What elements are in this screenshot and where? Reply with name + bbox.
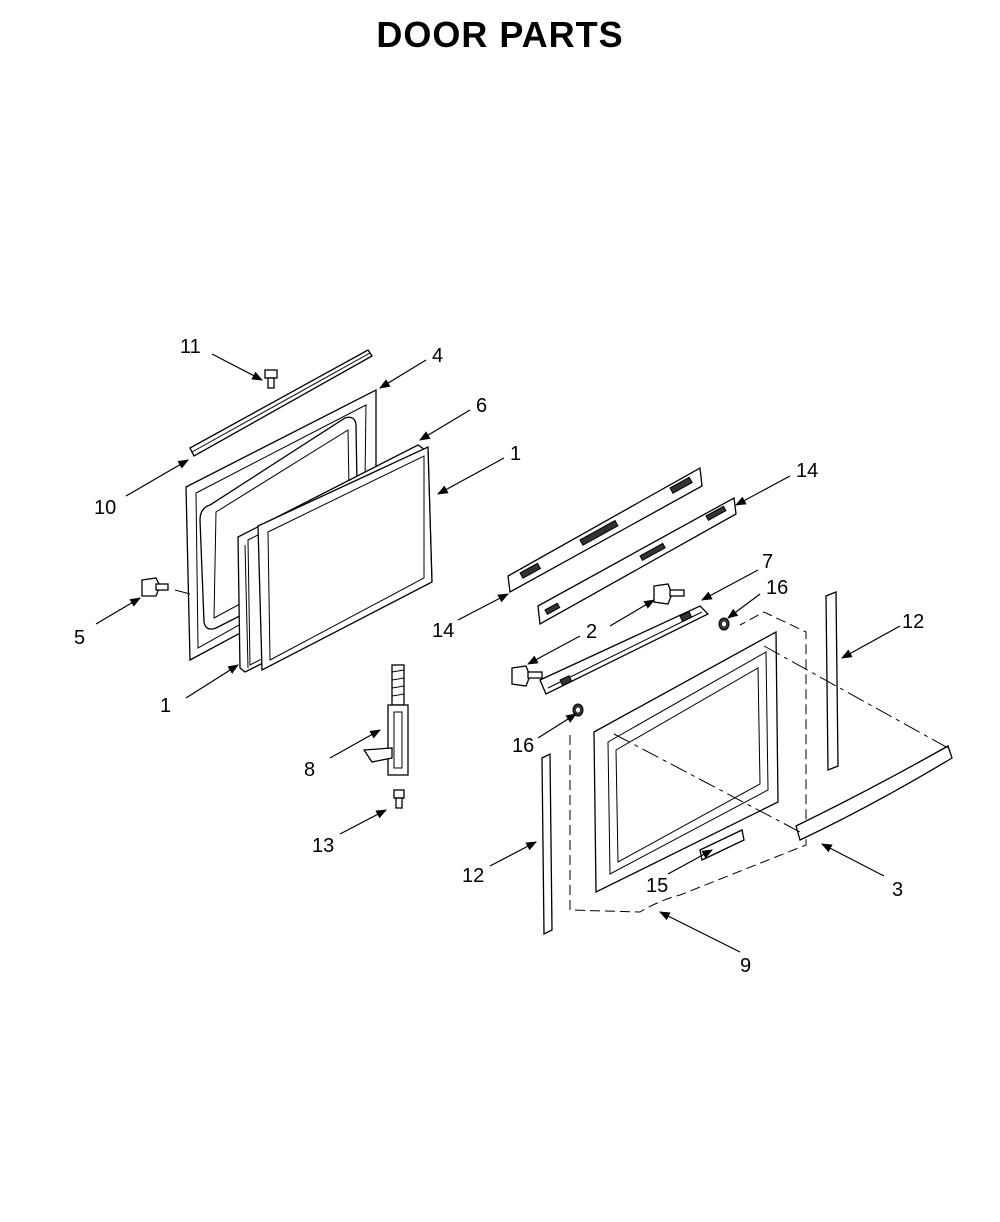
callout-14-lower: 14	[432, 620, 454, 642]
part-12-left-trim	[541, 752, 553, 936]
part-8-hinge	[362, 664, 409, 776]
part-2-handle-bracket	[539, 605, 710, 695]
callout-16-upper: 16	[766, 577, 788, 599]
callout-12-left: 12	[462, 865, 484, 887]
callout-11: 11	[180, 336, 201, 358]
callout-3: 3	[892, 879, 903, 901]
callout-1-lower: 1	[160, 695, 171, 717]
callout-1-upper: 1	[510, 443, 521, 465]
callout-9: 9	[740, 955, 751, 977]
part-14-upper-slide	[507, 466, 703, 594]
callout-4: 4	[432, 345, 443, 367]
callout-12-right: 12	[902, 611, 924, 633]
callout-13: 13	[312, 835, 334, 857]
part-10-door-trim	[189, 349, 373, 457]
callout-10: 10	[94, 497, 116, 519]
part-5-screw	[141, 577, 169, 597]
callout-14-upper: 14	[796, 460, 818, 482]
part-14-lower-slide	[537, 496, 737, 626]
part-9-outer-door	[593, 630, 779, 894]
callout-8: 8	[304, 759, 315, 781]
alignment-lines	[174, 589, 949, 833]
part-1-glass	[257, 445, 433, 672]
callout-labels: 11 4 6 1 14 10 7 16 12 5 14 2 1 16 8 13 …	[74, 336, 924, 977]
callout-5: 5	[74, 627, 85, 649]
part-16-washer	[572, 617, 730, 717]
part-7-screw	[511, 583, 685, 687]
callout-2: 2	[586, 621, 597, 643]
page-title: DOOR PARTS	[376, 14, 624, 55]
part-9-outer-door-outline	[569, 611, 807, 913]
part-13-screw	[393, 789, 405, 809]
part-12-right-trim	[825, 591, 839, 771]
part-11-screw	[264, 369, 278, 389]
callout-7: 7	[762, 551, 773, 573]
callout-6: 6	[476, 395, 487, 417]
callout-16-lower: 16	[512, 735, 534, 757]
callout-15: 15	[646, 875, 668, 897]
part-3-handle	[795, 745, 953, 841]
callout-arrows	[95, 353, 901, 953]
